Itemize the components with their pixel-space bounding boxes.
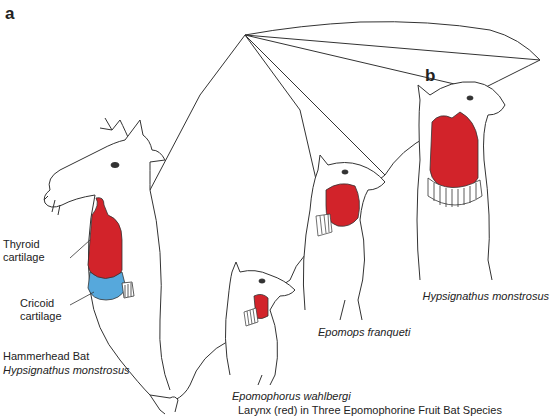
species-name: Hypsignathus monstrosus xyxy=(3,364,130,377)
part-label: Cricoid cartilage xyxy=(20,297,75,323)
common-name: Hammerhead Bat xyxy=(3,350,89,363)
species-name: Hypsignathus monstrosus xyxy=(422,290,549,303)
species-name: Epomops franqueti xyxy=(318,326,410,339)
part-label: Thyroid cartilage xyxy=(3,238,65,264)
species-name: Epomophorus wahlbergi xyxy=(232,390,351,403)
panel-letter: a xyxy=(5,4,14,23)
caption: Larynx (red) in Three Epomophorine Fruit… xyxy=(238,404,502,417)
panel-letter: b xyxy=(425,66,435,85)
